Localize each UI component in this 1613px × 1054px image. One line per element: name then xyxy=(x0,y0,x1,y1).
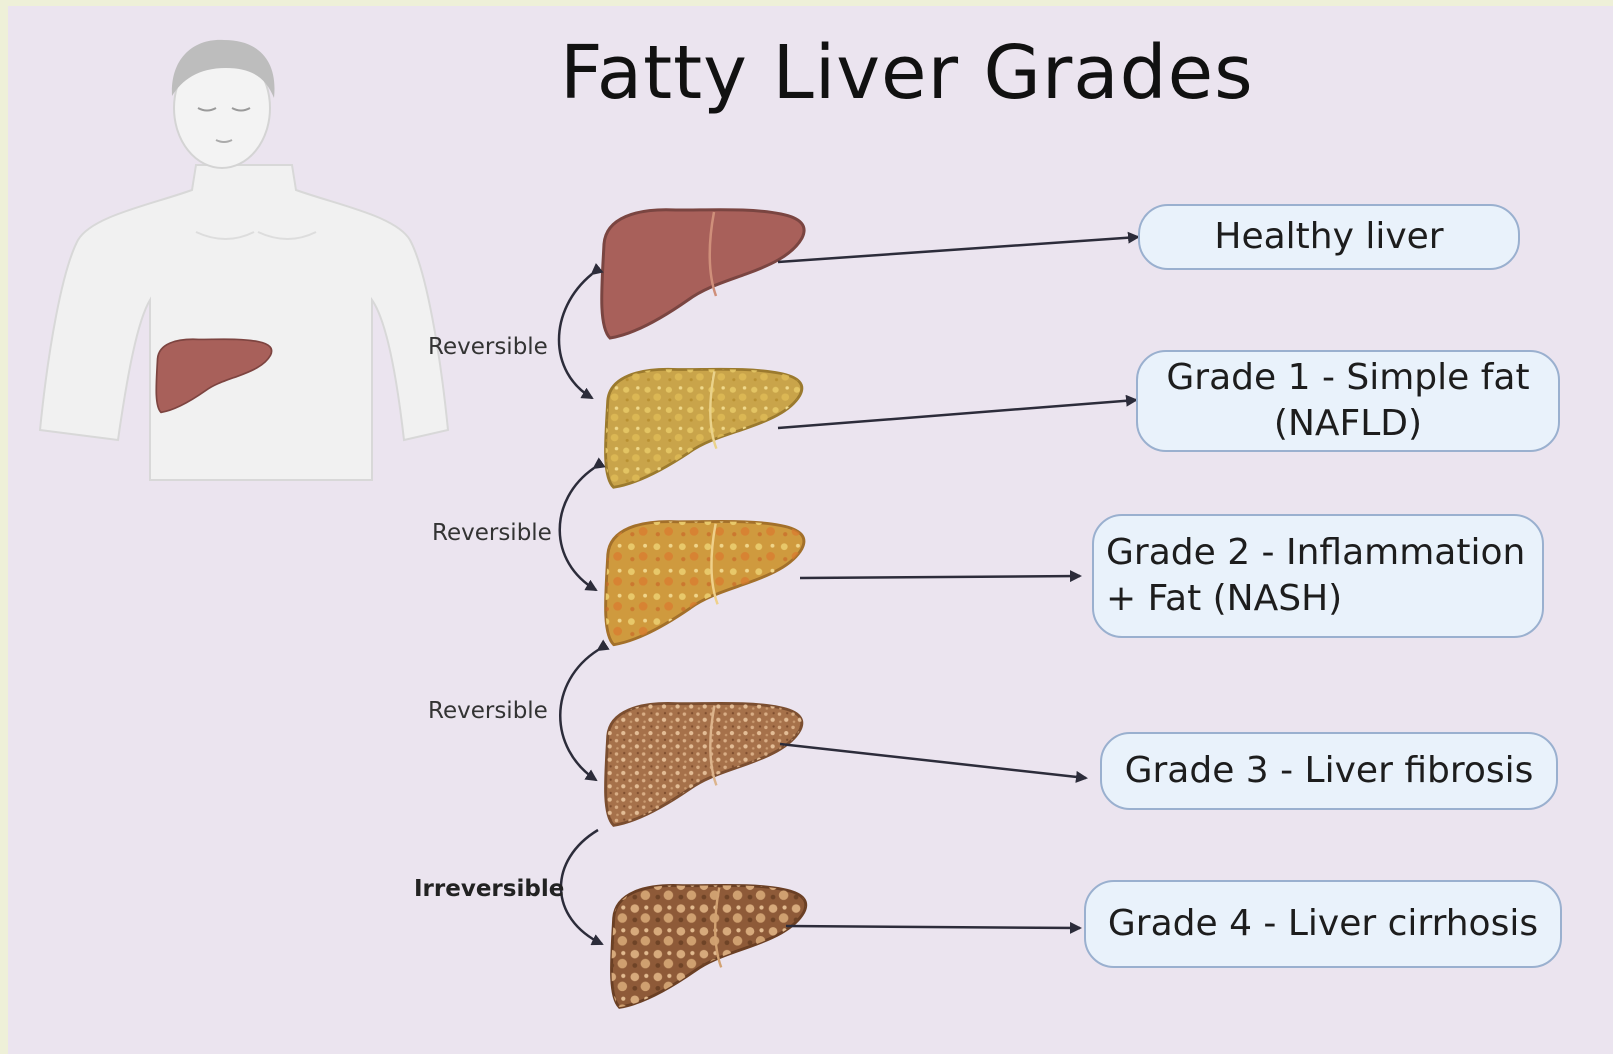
arrow-to-grade3 xyxy=(780,744,1086,778)
arrow-to-healthy xyxy=(778,237,1138,262)
grade1-box: Grade 1 - Simple fat (NAFLD) xyxy=(1136,350,1560,452)
grade1-liver-icon xyxy=(606,369,802,487)
grade2-liver-icon xyxy=(606,521,804,644)
page-title: Fatty Liver Grades xyxy=(560,30,1254,116)
transition-arrow-1 xyxy=(559,274,592,398)
transition-arrow-3 xyxy=(560,650,598,780)
transition-label-1: Reversible xyxy=(428,334,548,360)
transition-arrow-2 xyxy=(560,468,596,590)
grade2-label-line2: + Fat (NASH) xyxy=(1106,576,1525,622)
grade3-label: Grade 3 - Liver fibrosis xyxy=(1125,748,1534,794)
grade4-box: Grade 4 - Liver cirrhosis xyxy=(1084,880,1562,968)
grade4-label: Grade 4 - Liver cirrhosis xyxy=(1108,901,1538,947)
grade2-label-line1: Grade 2 - Inflammation xyxy=(1106,530,1525,576)
arrow-to-grade1 xyxy=(778,400,1136,428)
transition-label-3: Reversible xyxy=(428,698,548,724)
arrow-to-grade4 xyxy=(786,926,1080,928)
healthy-liver-box: Healthy liver xyxy=(1138,204,1520,270)
arrow-to-grade2 xyxy=(800,576,1080,578)
healthy-liver-label: Healthy liver xyxy=(1214,214,1443,260)
transition-arrow-4 xyxy=(561,830,602,944)
grade4-liver-icon xyxy=(611,885,805,1007)
healthy-liver-icon xyxy=(602,210,804,338)
grade2-box: Grade 2 - Inflammation + Fat (NASH) xyxy=(1092,514,1544,638)
human-body-illustration xyxy=(40,40,448,480)
grade1-label-line1: Grade 1 - Simple fat xyxy=(1166,355,1529,401)
grade3-box: Grade 3 - Liver fibrosis xyxy=(1100,732,1558,810)
transition-label-4: Irreversible xyxy=(414,876,564,902)
grade3-liver-icon xyxy=(606,703,802,825)
transition-label-2: Reversible xyxy=(432,520,552,546)
grade1-label-line2: (NAFLD) xyxy=(1166,401,1529,447)
